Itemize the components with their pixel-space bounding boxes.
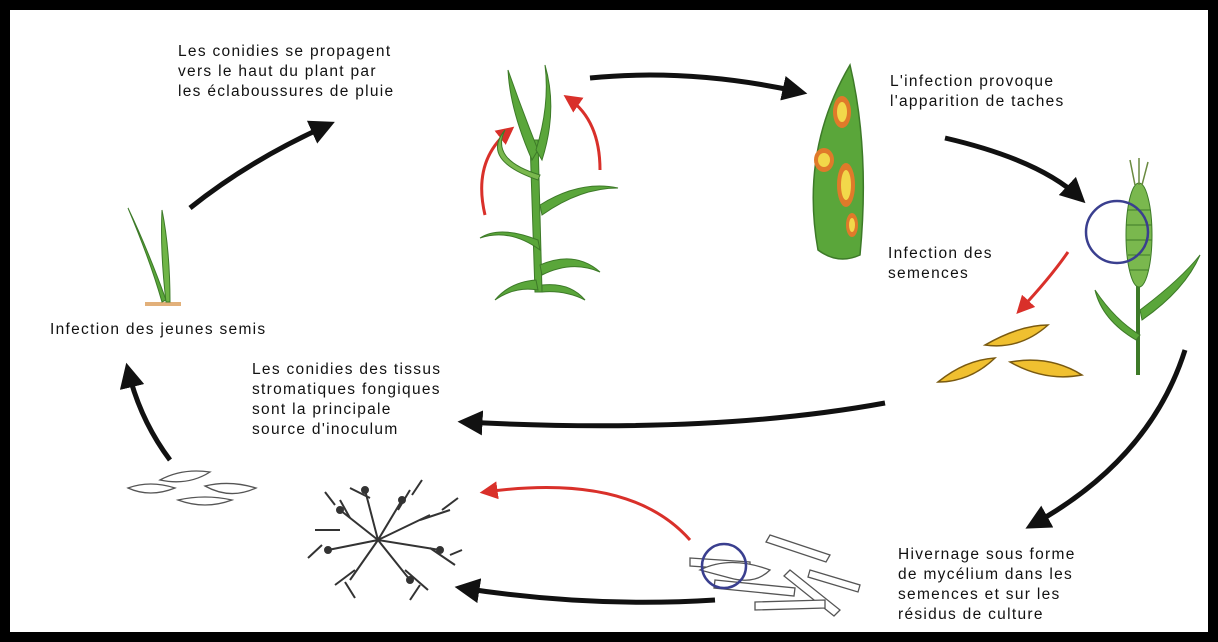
- infected-leaf-illustration: [813, 65, 863, 259]
- infected-seeds-illustration: [938, 325, 1082, 382]
- arrow-seeds-to-inoculum: [465, 403, 885, 426]
- label-conidia-rain-splash: Les conidies se propagent vers le haut d…: [178, 42, 394, 102]
- arrow-red-residue-to-stroma: [485, 487, 690, 540]
- growing-plant-illustration: [480, 65, 618, 300]
- arrow-red-to-seeds: [1020, 252, 1068, 310]
- arrow-semis-to-plant: [190, 125, 328, 208]
- arrow-plant-to-leaf: [590, 75, 800, 92]
- arrow-conidia-to-semis: [128, 370, 170, 460]
- life-cycle-diagram: Les conidies se propagent vers le haut d…: [10, 10, 1208, 632]
- label-inoculum-source: Les conidies des tissus stromatiques fon…: [252, 360, 441, 440]
- arrow-residue-to-stroma: [462, 588, 715, 602]
- label-overwintering: Hivernage sous forme de mycélium dans le…: [898, 545, 1076, 625]
- young-seedling-illustration: [128, 208, 181, 306]
- crop-residue-illustration: [690, 535, 860, 616]
- label-seedling-infection: Infection des jeunes semis: [50, 320, 266, 340]
- conidia-illustration: [128, 471, 256, 505]
- arrow-red-splash-left: [482, 130, 510, 215]
- wheat-ear-illustration: [1086, 158, 1200, 375]
- label-seed-infection: Infection des semences: [888, 244, 993, 284]
- arrow-leaf-to-ear: [945, 138, 1080, 198]
- arrow-red-splash-right: [568, 98, 600, 170]
- label-infection-spots: L'infection provoque l'apparition de tac…: [890, 72, 1065, 112]
- fungal-stroma-illustration: [308, 480, 462, 600]
